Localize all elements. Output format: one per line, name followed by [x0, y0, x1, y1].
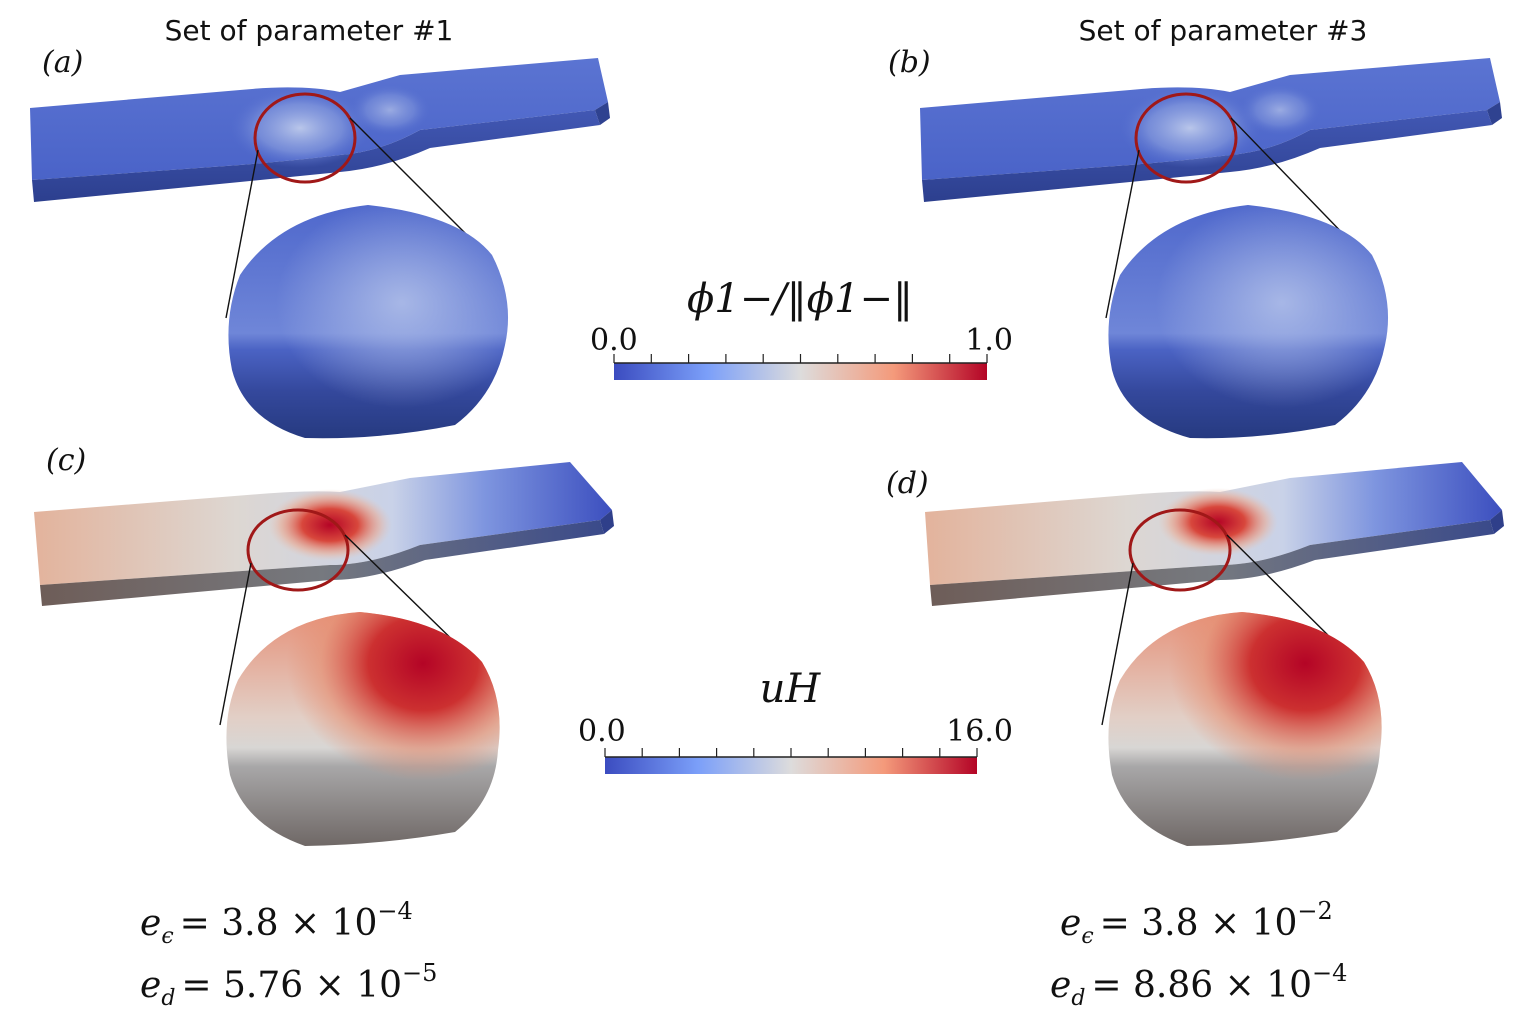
colorbar-u-max-label: 16.0 [946, 714, 1013, 749]
panel-a-zoom-line-left [225, 149, 259, 319]
panel-c-zoom-disc [226, 612, 500, 846]
colorbar-u-title: uH [760, 666, 822, 712]
colorbar-phi-title: ϕ1−/‖ϕ1−‖ [687, 276, 913, 322]
error-right-e-d-value: = 8.86 × 10 [1091, 965, 1312, 1006]
colorbar-u-ticks [604, 748, 978, 757]
panel-a-specimen [30, 58, 610, 202]
colorbar-u-min-label: 0.0 [578, 714, 626, 749]
panel-d-zoom-line-left [1101, 562, 1134, 726]
error-left-e-eps: eϵ= 3.8 × 10−4 [140, 897, 413, 949]
header-left: Set of parameter #1 [165, 14, 454, 47]
panel-b-zoom-circle [1134, 92, 1238, 184]
panel-label-a: (a) [42, 45, 83, 80]
panel-b-zoom-line-right [1230, 117, 1353, 244]
error-left-e-eps-exp: −4 [377, 897, 412, 925]
panel-c-specimen [34, 462, 614, 606]
error-right-e-eps-exp: −2 [1297, 897, 1332, 925]
panel-c-zoom-line-right [344, 534, 469, 656]
panel-b-specimen [920, 58, 1502, 202]
panel-d-zoom-circle [1128, 508, 1232, 592]
panel-a-zoom-line-right [349, 117, 476, 244]
panel-b-zoom-disc [1108, 205, 1389, 439]
error-left-e-eps-value: = 3.8 × 10 [180, 903, 378, 944]
colorbar-phi-min-label: 0.0 [590, 323, 638, 358]
error-right-e-eps-value: = 3.8 × 10 [1100, 903, 1298, 944]
errors-right: eϵ= 3.8 × 10−2 ed= 8.86 × 10−4 [1050, 897, 1347, 1011]
panel-d-specimen [925, 462, 1504, 606]
panel-label-d: (d) [886, 466, 929, 501]
error-right-e-d: ed= 8.86 × 10−4 [1050, 959, 1347, 1011]
colorbar-phi-ticks [613, 354, 988, 363]
panel-c-zoom-circle [246, 508, 350, 592]
colorbar-u: uH 0.0 16.0 [578, 666, 1013, 774]
panel-d-zoom-disc [1108, 612, 1382, 846]
panel-a-zoom-circle [253, 92, 357, 184]
panel-label-c: (c) [46, 443, 86, 478]
colorbar-phi: ϕ1−/‖ϕ1−‖ 0.0 1.0 [590, 276, 1013, 380]
panel-b-zoom-line-left [1105, 149, 1140, 319]
error-left-e-d: ed= 5.76 × 10−5 [140, 959, 437, 1011]
error-right-e-eps: eϵ= 3.8 × 10−2 [1060, 897, 1333, 949]
error-left-e-d-value: = 5.76 × 10 [181, 965, 402, 1006]
colorbar-phi-gradient [614, 363, 987, 380]
panel-label-b: (b) [888, 45, 931, 80]
error-right-e-d-exp: −4 [1312, 959, 1347, 987]
panel-a-zoom-disc [228, 205, 509, 439]
error-left-e-d-exp: −5 [402, 959, 437, 987]
errors-left: eϵ= 3.8 × 10−4 ed= 5.76 × 10−5 [140, 897, 437, 1011]
colorbar-u-gradient [605, 757, 977, 774]
colorbar-phi-max-label: 1.0 [965, 323, 1013, 358]
header-right: Set of parameter #3 [1079, 14, 1368, 47]
panel-c-zoom-line-left [219, 562, 252, 726]
